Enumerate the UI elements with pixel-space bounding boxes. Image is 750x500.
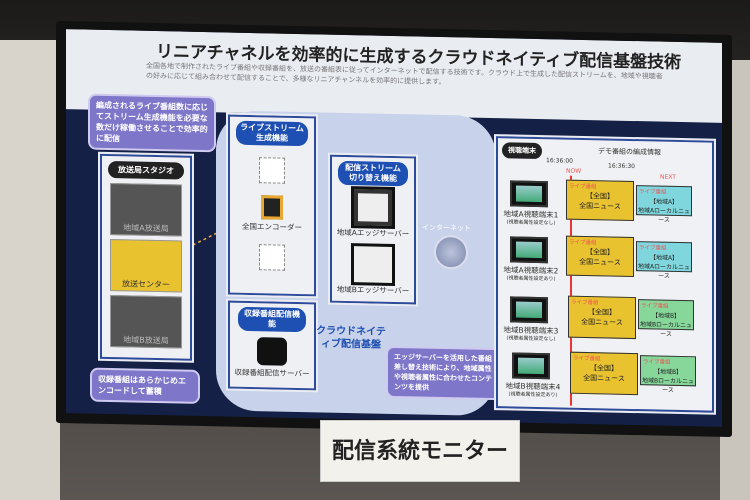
viewer-row: 地域A視聴端末2 (視聴者属性設定あり) ライブ番組【全国】全国ニュース ライブ…: [500, 234, 712, 293]
cloud-label: クラウドネイティブ配信基盤: [316, 325, 386, 351]
wall-left: [0, 40, 60, 500]
edge-server-icon: [351, 186, 395, 230]
globe-icon: [434, 234, 468, 270]
tv-icon: [510, 296, 548, 324]
monitor-screen: リニアチャネルを効率的に生成するクラウドネイティブ配信基盤技術 全国各地で制作さ…: [66, 29, 722, 427]
callout-edge: エッジサーバーを活用した番組差し替え技術により、地域属性や視聴者属性に合わせたコ…: [386, 345, 506, 401]
broadcast-center: 放送センター: [110, 239, 182, 293]
program-title: 地域Bローカルニュース: [639, 321, 693, 338]
station-a: 地域A放送局: [110, 183, 182, 237]
viewer-note: (視聴者属性設定なし): [506, 219, 556, 227]
current-program: ライブ番組【全国】全国ニュース: [566, 179, 634, 222]
studio-label: 放送局スタジオ: [108, 161, 184, 180]
studio-panel: 放送局スタジオ 地域A放送局 放送センター 地域B放送局: [98, 151, 194, 363]
recorded-server-label: 収録番組配信サーバー: [234, 367, 310, 379]
tv-icon: [510, 236, 548, 264]
live-stream-panel: ライブストリーム生成機能 全国エンコーダー: [226, 112, 318, 299]
edge-server-b-label: 地域Bエッジサーバー: [336, 284, 410, 296]
program-title: 全国ニュース: [579, 257, 621, 267]
recorded-label: 収録番組配信機能: [238, 306, 306, 333]
callout-stream-efficiency: 編成されるライブ番組数に応じてストリーム生成機能を必要な数だけ稼働させることで効…: [88, 93, 216, 153]
station-b: 地域B放送局: [110, 295, 182, 349]
encoder-label: 全国エンコーダー: [242, 221, 302, 233]
program-title: 全国ニュース: [579, 201, 621, 211]
current-program: ライブ番組【全国】全国ニュース: [568, 295, 636, 340]
callout-recorded: 収録番組はあらかじめエンコードして蓄積: [90, 367, 200, 404]
viewer-row: 地域B視聴端末4 (視聴者属性設定あり) ライブ番組【全国】全国ニュース ライブ…: [500, 350, 712, 409]
switching-label: 配信ストリーム切り替え機能: [338, 160, 408, 187]
viewer-note: (視聴者属性設定あり): [508, 391, 558, 399]
current-program: ライブ番組【全国】全国ニュース: [566, 235, 634, 278]
program-title: 全国ニュース: [583, 373, 625, 383]
time-next: 16:36:30: [608, 162, 635, 171]
program-title: 地域Aローカルニュース: [637, 263, 691, 280]
program-title: 全国ニュース: [581, 317, 623, 327]
next-program: ライブ番組【地域B】地域Bローカルニュース: [640, 355, 696, 394]
viewer-row: 地域B視聴端末3 (視聴者属性設定なし) ライブ番組【全国】全国ニュース ライブ…: [500, 294, 712, 353]
current-program: ライブ番組【全国】全国ニュース: [570, 351, 638, 396]
next-program: ライブ番組【地域A】地域Aローカルニュース: [636, 241, 692, 280]
next-label: NEXT: [660, 173, 676, 181]
viewer-label: 視聴端末: [502, 142, 542, 160]
tv-icon: [512, 352, 550, 380]
viewer-note: (視聴者属性設定なし): [506, 335, 556, 343]
database-icon: [257, 337, 287, 366]
edge-server-icon: [351, 243, 395, 287]
viewer-row: 地域A視聴端末1 (視聴者属性設定なし) ライブ番組【全国】全国ニュース ライブ…: [500, 178, 712, 237]
schedule-title: デモ番組の編成情報: [598, 147, 661, 157]
next-program: ライブ番組【地域A】地域Aローカルニュース: [636, 185, 692, 224]
switching-panel: 配信ストリーム切り替え機能 地域Aエッジサーバー 地域Bエッジサーバー: [328, 152, 418, 307]
viewer-panel: 視聴端末 デモ番組の編成情報 16:36:00 16:36:30 NOW NEX…: [494, 134, 716, 415]
internet-label: インターネット: [422, 223, 471, 233]
program-title: 地域Bローカルニュース: [641, 377, 695, 394]
cube-icon: [259, 157, 285, 184]
tv-icon: [510, 180, 548, 208]
edge-server-a-label: 地域Aエッジサーバー: [336, 227, 410, 239]
time-now: 16:36:00: [546, 157, 573, 165]
next-program: ライブ番組【地域B】地域Bローカルニュース: [638, 299, 694, 338]
viewer-note: (視聴者属性設定あり): [506, 275, 556, 283]
now-label: NOW: [566, 167, 582, 175]
program-title: 地域Aローカルニュース: [637, 207, 691, 224]
encoder-icon: [261, 195, 283, 220]
cube-icon: [259, 244, 285, 271]
recorded-panel: 収録番組配信機能 収録番組配信サーバー: [226, 298, 318, 393]
monitor-sign: 配信系統モニター: [320, 420, 520, 482]
live-stream-label: ライブストリーム生成機能: [236, 120, 308, 147]
